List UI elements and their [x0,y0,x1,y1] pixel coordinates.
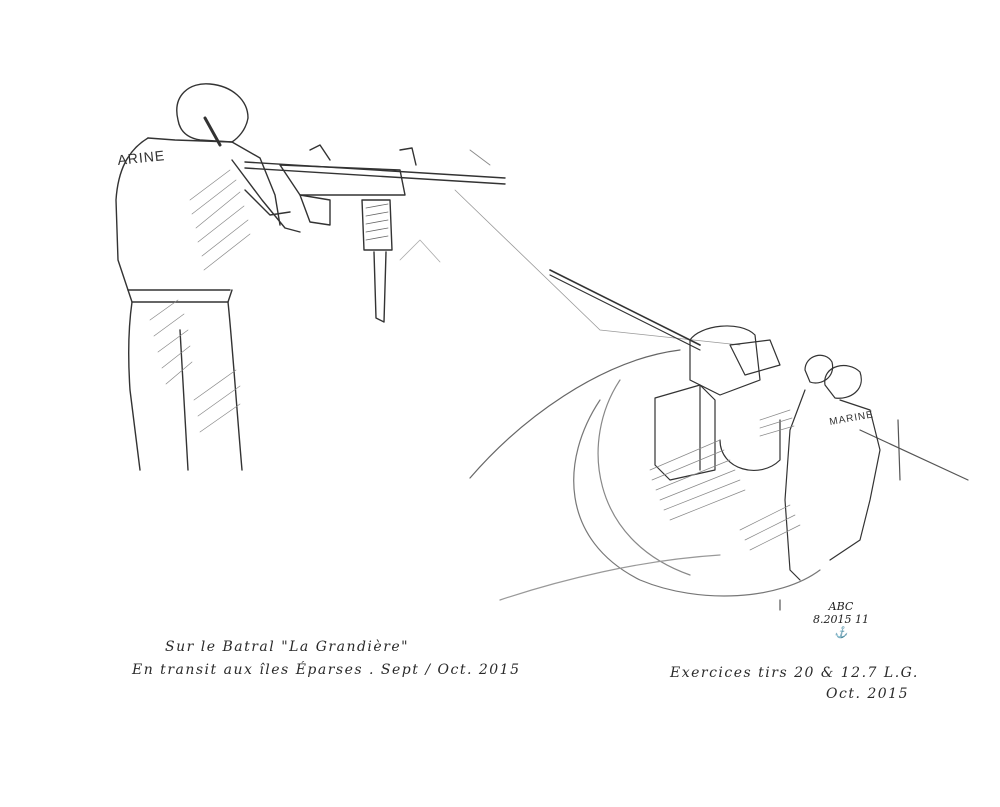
artist-signature: ABC 8.2015 11 ⚓ [806,600,876,639]
signature-initials: ABC [828,600,854,613]
caption-right-line1: Exercices tirs 20 & 12.7 L.G. [670,665,919,681]
jacket-patch-text: ARINE [117,147,166,168]
caption-left-line2: En transit aux îles Éparses . Sept / Oct… [132,662,521,678]
rifleman-figure: ARINE [115,83,301,471]
caption-left-line1: Sur le Batral "La Grandière" [165,639,410,655]
signature-date: 8.2015 11 [813,613,869,626]
caption-right-line2: Oct. 2015 [826,686,909,702]
crew-jacket-patch-text: MARINE [829,409,875,428]
machine-gun [244,144,741,346]
deck-gun-group: MARINE [469,269,969,611]
anchor-icon: ⚓ [834,626,848,639]
